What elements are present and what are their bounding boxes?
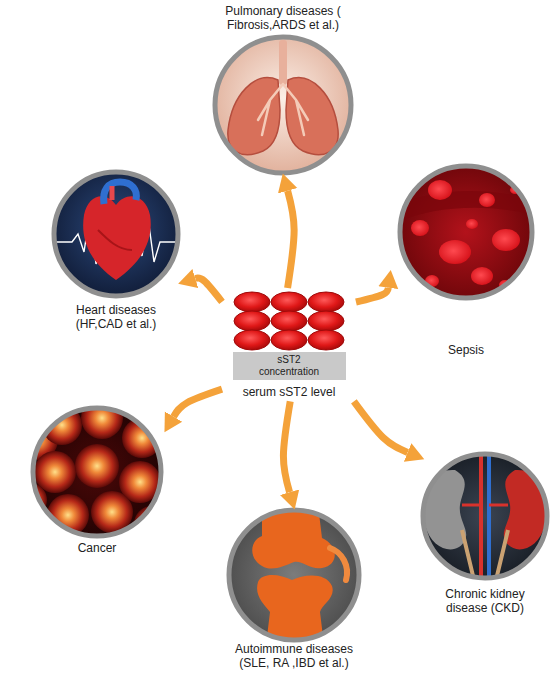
disease-circle: Heart diseases (HF,CAD et al.): [54, 172, 178, 296]
disease-label: Autoimmune diseases (SLE, RA ,IBD et al.…: [219, 643, 369, 671]
disease-circle: Cancer: [33, 408, 161, 536]
arrow-connector: [283, 401, 290, 492]
center-marker: sST2 concentration serum sST2 level: [222, 288, 356, 401]
disease-circle: Autoimmune diseases (SLE, RA ,IBD et al.…: [229, 510, 359, 640]
disease-label: Sepsis: [426, 344, 506, 358]
level-label: serum sST2 level: [222, 385, 356, 399]
disease-circle: Pulmonary diseases ( Fibrosis,ARDS et al…: [215, 37, 351, 173]
joint-picture: [229, 505, 359, 645]
lung-picture: [215, 37, 351, 173]
cancer-cell-picture: [13, 397, 170, 542]
kidney-picture: [423, 454, 548, 580]
arrow-connector: [356, 288, 388, 302]
arrow-connector: [195, 278, 222, 302]
arrow-connector: [288, 191, 295, 288]
disease-circle: Chronic kidney disease (CKD): [423, 454, 547, 578]
disease-label: Pulmonary diseases ( Fibrosis,ARDS et al…: [208, 5, 358, 33]
arrow-connector: [354, 401, 408, 452]
disease-label: Cancer: [57, 542, 137, 556]
arrow-connector: [174, 389, 222, 417]
disease-circle: Sepsis: [400, 166, 532, 298]
concentration-box: sST2 concentration: [233, 352, 346, 380]
disease-label: Chronic kidney disease (CKD): [435, 588, 535, 616]
blood-picture: [398, 166, 535, 298]
heart-picture: [54, 172, 178, 296]
sst2-cells: [234, 292, 344, 350]
disease-label: Heart diseases (HF,CAD et al.): [61, 304, 171, 332]
